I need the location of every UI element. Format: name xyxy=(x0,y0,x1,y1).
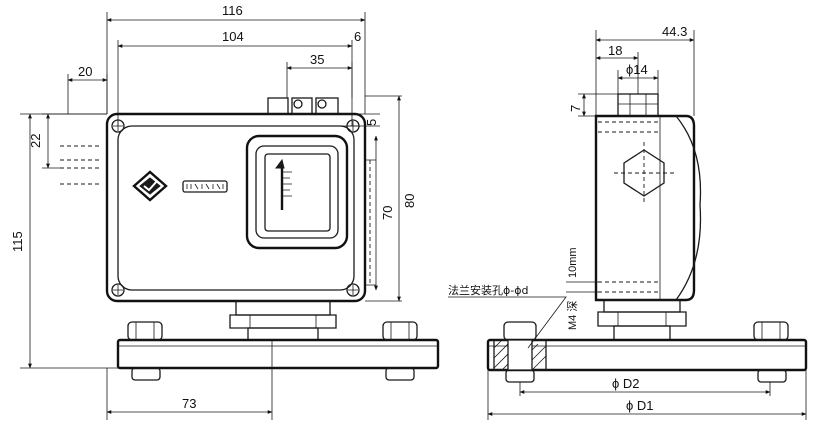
side-pressure-port xyxy=(597,299,687,341)
brand-wordmark-icon xyxy=(182,180,228,193)
dim-offset-right: 6 xyxy=(354,29,361,44)
brand-logo-icon xyxy=(132,170,168,202)
dim-base-offset: 73 xyxy=(182,396,196,411)
dim-total-height: 115 xyxy=(10,231,25,252)
mounting-base xyxy=(116,321,440,381)
dim-top-gap-side: 7 xyxy=(568,105,583,112)
top-fittings xyxy=(267,97,339,115)
screw-icon xyxy=(346,283,360,297)
dim-top-gap: 5 xyxy=(364,119,379,126)
dim-fitting-offset-side: 18 xyxy=(608,43,622,58)
side-body xyxy=(594,114,696,302)
dim-depth-10mm: 10mm xyxy=(567,247,579,278)
indicator-scale-icon xyxy=(275,158,292,210)
note-flange-holes: 法兰安装孔ϕ-ϕd xyxy=(448,283,528,297)
housing-outer xyxy=(105,112,367,303)
dim-left-offset: 20 xyxy=(78,64,92,79)
side-view: 44.3 18 ϕ14 7 10mm M4 深 法兰安装孔ϕ-ϕd ϕ D2 ϕ… xyxy=(448,24,808,420)
display-glass xyxy=(264,153,331,232)
display-window-inner xyxy=(255,145,339,239)
dim-bolt-circle: ϕ D2 xyxy=(612,376,640,391)
front-view: 116 104 6 35 20 22 5 70 80 115 xyxy=(10,3,440,420)
dim-fitting-dia: ϕ14 xyxy=(626,62,648,77)
conduit-holes xyxy=(60,145,100,185)
dim-inner-width: 104 xyxy=(222,29,244,44)
dim-fitting-offset: 35 xyxy=(310,52,324,67)
flange xyxy=(486,321,808,383)
display-window-outer xyxy=(245,134,349,250)
dim-flange-dia: ϕ D1 xyxy=(626,398,654,413)
dim-depth: 44.3 xyxy=(662,24,687,39)
dim-overall-width: 116 xyxy=(222,3,243,18)
side-top-fitting xyxy=(617,93,659,117)
dim-thread: M4 深 xyxy=(566,301,579,330)
housing-inner xyxy=(117,125,355,291)
dim-body-height: 80 xyxy=(402,194,417,208)
cable-gland-icon xyxy=(614,142,674,204)
pressure-port xyxy=(229,300,337,341)
screw-icon xyxy=(111,283,125,297)
dim-window-height: 70 xyxy=(380,206,395,220)
